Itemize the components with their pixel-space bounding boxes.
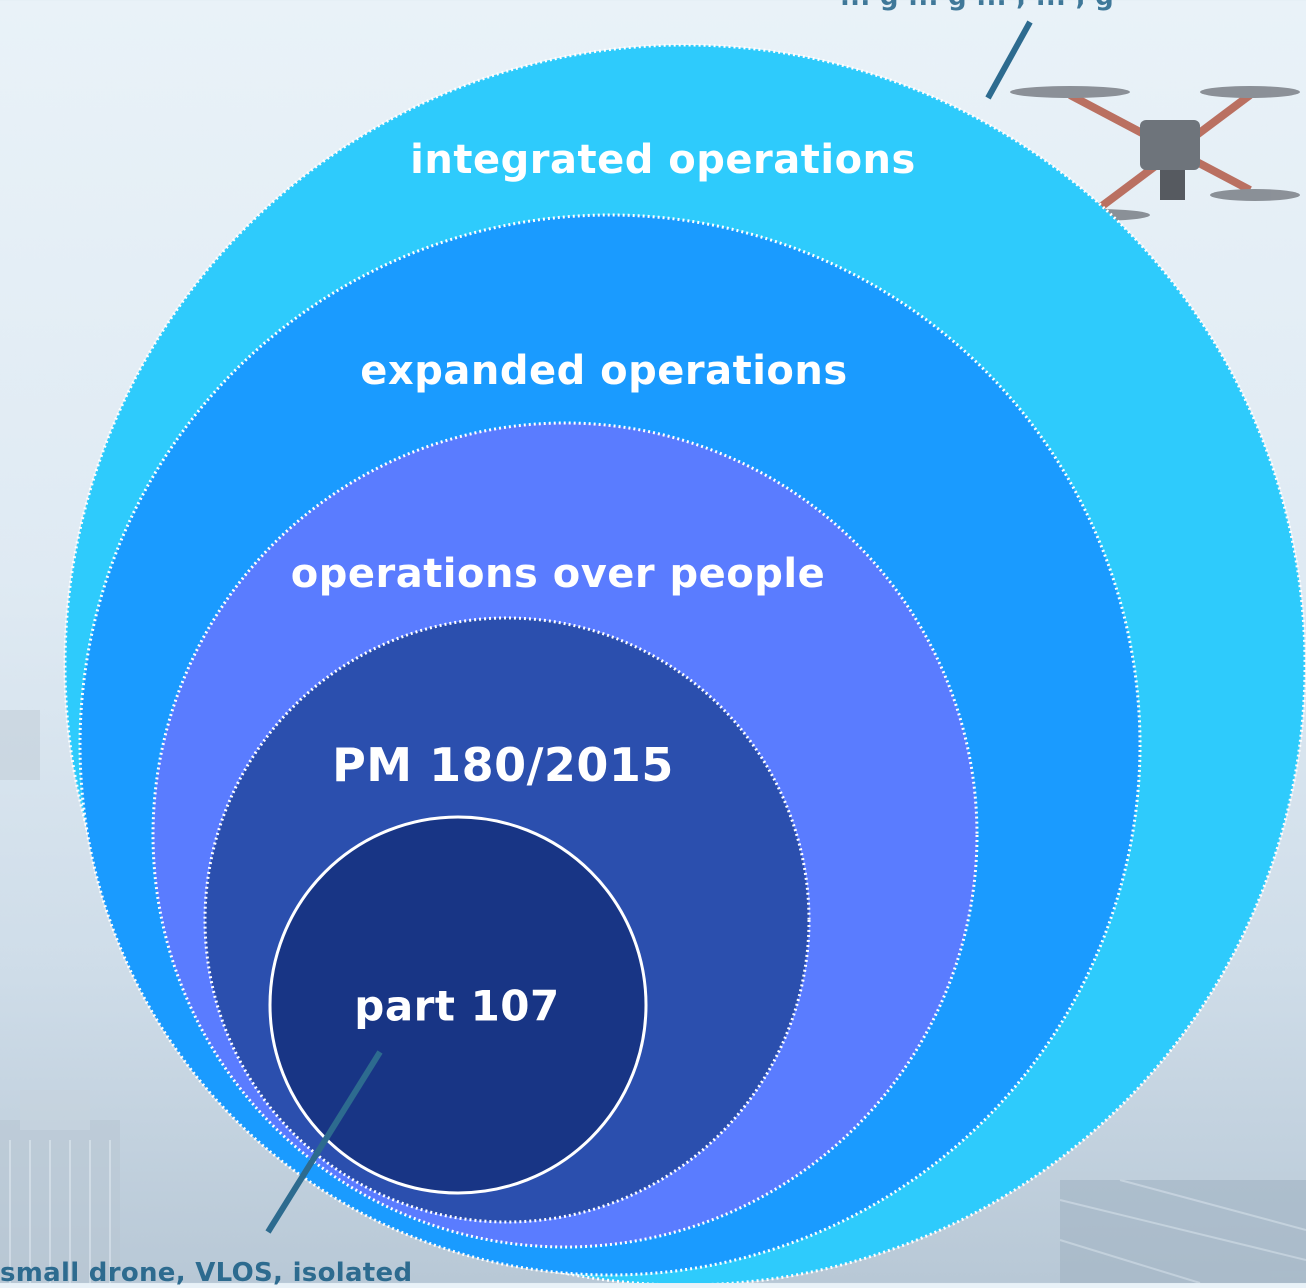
label-operations-over-people: operations over people	[290, 551, 826, 597]
callout-top-right-text: ... g ... g ... , ... , g	[840, 0, 1114, 12]
ring-part-107	[268, 815, 648, 1195]
callout-line-top	[985, 20, 1033, 100]
label-part-107: part 107	[354, 981, 560, 1031]
label-integrated-operations: integrated operations	[410, 137, 916, 183]
callout-bottom-left-text: small drone, VLOS, isolated	[0, 1258, 413, 1288]
label-expanded-operations: expanded operations	[360, 348, 848, 394]
callout-line-bottom	[265, 1050, 383, 1234]
building-icon	[0, 1090, 1306, 1283]
label-pm-180-2015: PM 180/2015	[332, 738, 674, 792]
